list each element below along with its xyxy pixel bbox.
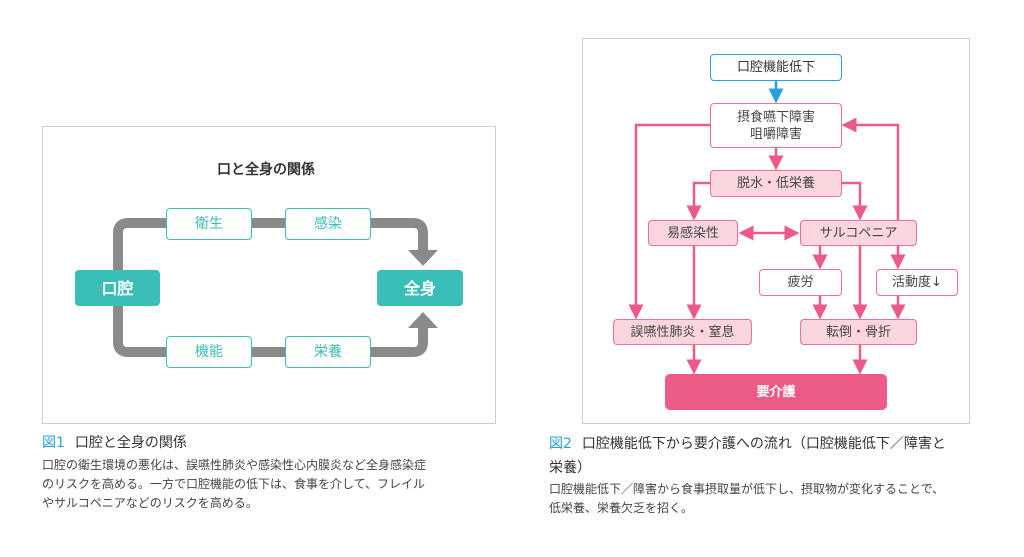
node-nutrition: 栄養 [285, 336, 371, 368]
fig2-number: 図2 [549, 436, 572, 452]
fig1-title: 口と全身の関係 [217, 162, 315, 178]
node-infection: 感染 [285, 208, 371, 240]
node-pneumonia: 誤嚥性肺炎・窒息 [613, 319, 752, 345]
body-line: やサルコペニアなどのリスクを高める。 [42, 496, 258, 510]
node-function: 機能 [166, 336, 252, 368]
node-sarcopenia: サルコペニア [800, 220, 917, 246]
node-care-needed: 要介護 [665, 374, 887, 410]
fig1-number: 図1 [42, 435, 65, 451]
fig2-body: 口腔機能低下／障害から食事摂取量が低下し、摂取物が変化することで、 低栄養、栄養… [549, 480, 944, 518]
body-line: 口腔機能低下／障害から食事摂取量が低下し、摂取物が変化することで、 [549, 482, 945, 496]
fig2-arrows [628, 81, 906, 375]
node-infection-prone: 易感染性 [648, 220, 738, 246]
swallow-line1: 摂食嚥下障害 [736, 109, 815, 125]
fig2-caption-text-2: 栄養） [549, 460, 591, 476]
fig2-caption: 図2 口腔機能低下から要介護への流れ（口腔機能低下／障害と 栄養） [549, 432, 946, 480]
node-hygiene: 衛生 [166, 208, 252, 240]
fig2-caption-text: 口腔機能低下から要介護への流れ（口腔機能低下／障害と [581, 436, 946, 452]
node-activity: 活動度↓ [876, 269, 958, 296]
fig1-arrow-down [408, 250, 438, 266]
fig1-caption-text: 口腔と全身の関係 [74, 435, 187, 451]
node-swallow-disorder: 摂食嚥下障害 咀嚼障害 [710, 103, 842, 148]
body-line: 低栄養、栄養欠乏を招く。 [549, 501, 694, 515]
swallow-line2: 咀嚼障害 [749, 126, 802, 142]
node-oral-cavity: 口腔 [75, 270, 160, 306]
node-fall-fracture: 転倒・骨折 [800, 319, 917, 345]
fig1-arrow-up [408, 312, 438, 328]
fig1-caption: 図1 口腔と全身の関係 [42, 432, 187, 452]
node-oral-decline: 口腔機能低下 [710, 54, 842, 81]
fig1-gray-path [113, 218, 428, 357]
node-fatigue: 疲労 [759, 269, 842, 296]
fig1-body: 口腔の衛生環境の悪化は、誤嚥性肺炎や感染性心内膜炎など全身感染症 のリスクを高め… [42, 456, 426, 513]
node-whole-body: 全身 [377, 270, 463, 306]
body-line: 口腔の衛生環境の悪化は、誤嚥性肺炎や感染性心内膜炎など全身感染症 [42, 458, 427, 472]
body-line: のリスクを高める。一方で口腔機能の低下は、食事を介して、フレイル [42, 477, 426, 491]
node-dehydration: 脱水・低栄養 [710, 170, 842, 197]
